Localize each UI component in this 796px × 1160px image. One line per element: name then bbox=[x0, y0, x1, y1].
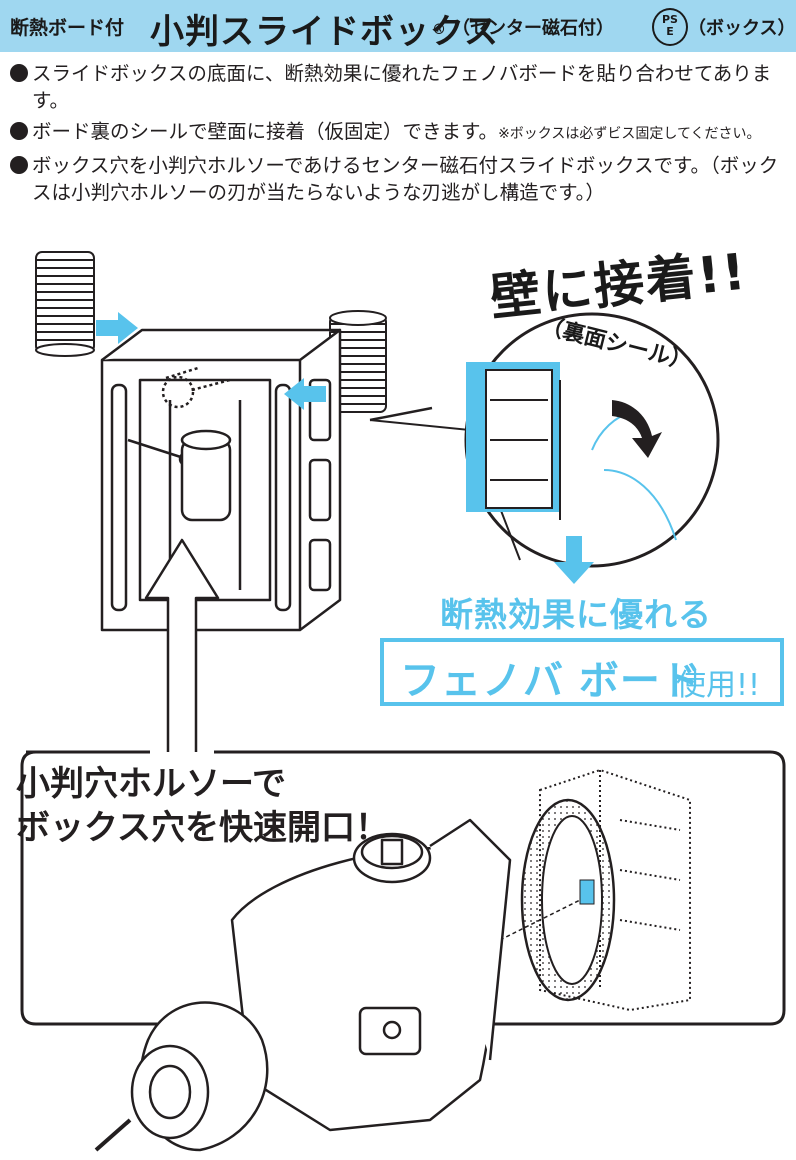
bullet-dot-icon bbox=[10, 122, 28, 140]
holesaw-panel bbox=[20, 750, 786, 1026]
registered-mark: ® bbox=[432, 22, 446, 38]
box-illustration bbox=[100, 328, 342, 632]
bullet-dot-icon bbox=[10, 156, 28, 174]
holesaw-caption-line1: 小判穴ホルソーで bbox=[16, 764, 286, 804]
arrow-icon bbox=[96, 312, 326, 410]
holesaw-caption: 小判穴ホルソーで ボックス穴を快速開口！ bbox=[16, 762, 389, 850]
phenol-board-suffix: 使用!! bbox=[676, 668, 761, 703]
list-item: スライドボックスの底面に、断熱効果に優れたフェノバボードを貼り合わせてあります。 bbox=[10, 60, 790, 114]
pse-note: （ボックス） bbox=[688, 18, 796, 39]
pse-mark-icon: PS E bbox=[652, 8, 688, 46]
bullet-note: ※ボックスは必ずビス固定してください。 bbox=[498, 126, 761, 142]
header-bar: 断熱ボード付 小判スライドボックス ® （センター磁石付） PS E （ボックス… bbox=[0, 0, 796, 52]
insulation-callout: 断熱効果に優れる bbox=[440, 595, 712, 634]
magnifier-circle bbox=[369, 312, 720, 584]
holesaw-caption-line2: ボックス穴を快速開口！ bbox=[16, 808, 389, 848]
list-item: ボックス穴を小判穴ホルソーであけるセンター磁石付スライドボックスです。（ボックス… bbox=[10, 152, 790, 206]
flexible-conduit-icon bbox=[35, 251, 95, 357]
hole-saw-drill-illustration bbox=[94, 818, 512, 1152]
bullet-dot-icon bbox=[10, 64, 28, 82]
feature-list: スライドボックスの底面に、断熱効果に優れたフェノバボードを貼り合わせてあります。… bbox=[10, 60, 790, 210]
title-prefix: 断熱ボード付 bbox=[10, 17, 125, 39]
oval-hole bbox=[499, 798, 616, 1002]
page-title: 小判スライドボックス bbox=[150, 12, 499, 52]
arrow-icon bbox=[144, 538, 220, 752]
list-item: ボード裏のシールで壁面に接着（仮固定）できます。※ボックスは必ずビス固定してくだ… bbox=[10, 118, 790, 148]
phenol-board-badge: フェノバ ボード 使用!! bbox=[380, 638, 784, 706]
flexible-conduit-icon bbox=[329, 310, 387, 413]
title-subtitle: （センター磁石付） bbox=[452, 18, 614, 39]
phenol-board-label: フェノバ ボード bbox=[400, 658, 702, 704]
